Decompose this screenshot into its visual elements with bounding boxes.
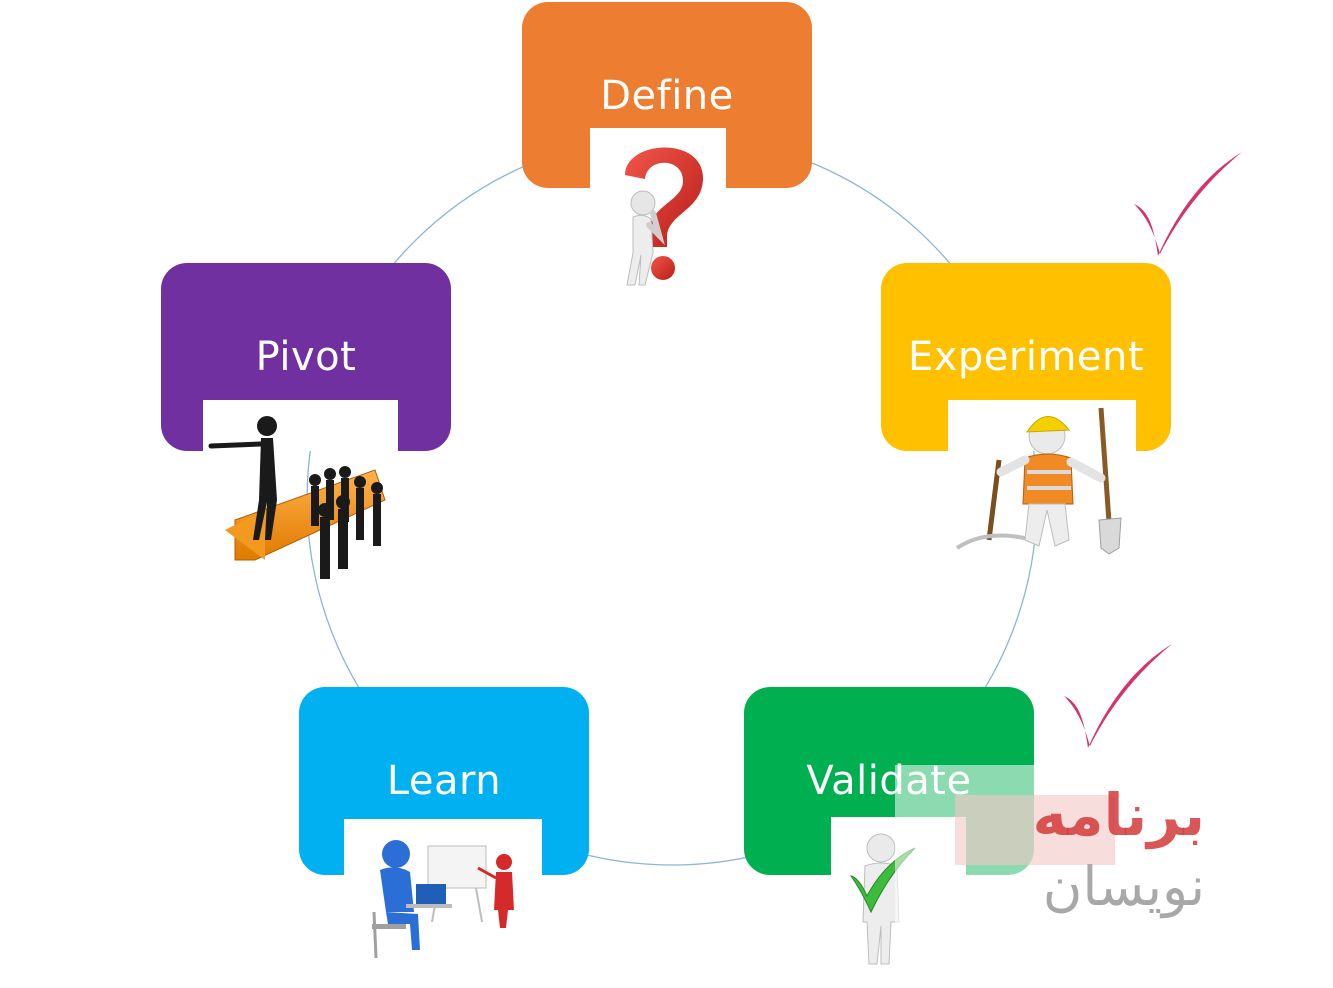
stage-define-label: Define xyxy=(600,73,734,119)
presentation-learner-icon xyxy=(372,840,514,959)
validate-checkmark-icon xyxy=(1064,644,1172,748)
stage-pivot: Pivot xyxy=(161,263,451,451)
question-mark-thinker-icon xyxy=(625,147,704,286)
svg-text:نویسان: نویسان xyxy=(1043,855,1205,918)
watermark-logo: برنامه نویسان xyxy=(895,765,1215,935)
person-with-checkmark-icon xyxy=(849,833,916,965)
stage-experiment-label: Experiment xyxy=(907,334,1145,380)
svg-text:برنامه: برنامه xyxy=(1033,781,1206,850)
construction-worker-icon xyxy=(955,407,1122,555)
stage-learn-label: Learn xyxy=(386,758,502,804)
stage-pivot-notch xyxy=(203,400,398,451)
leader-pointing-arrow-icon xyxy=(208,416,386,579)
stage-pivot-label: Pivot xyxy=(255,334,357,380)
experiment-checkmark-icon xyxy=(1134,152,1242,256)
